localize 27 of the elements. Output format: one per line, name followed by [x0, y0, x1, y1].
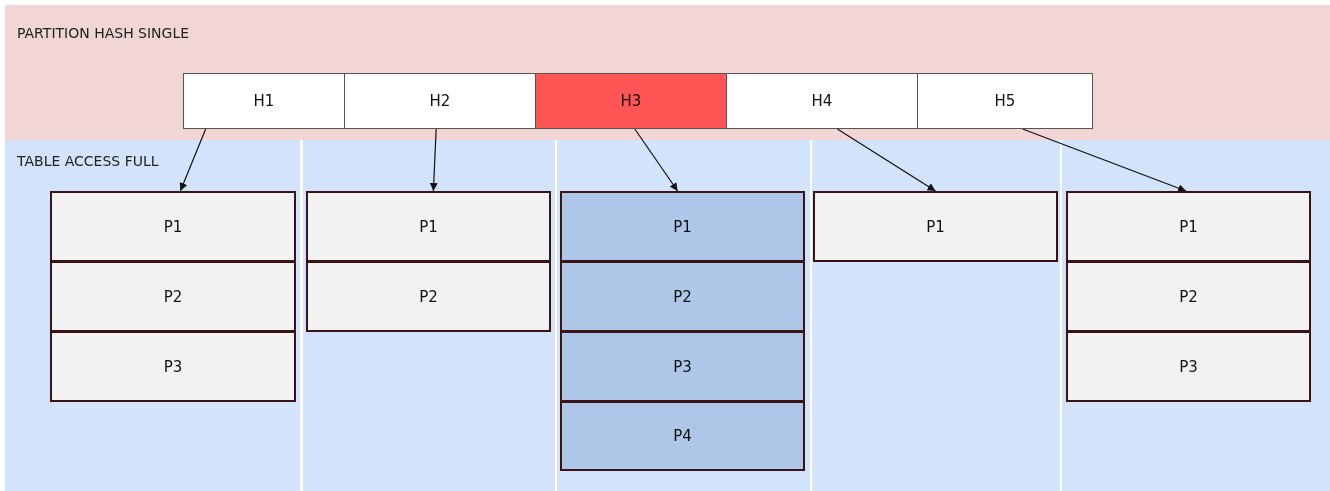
arrow — [634, 128, 679, 192]
partition-box: P2 — [306, 261, 551, 332]
partition-box: P1 — [306, 191, 551, 262]
partition-box: P1 — [50, 191, 296, 262]
band-title: PARTITION HASH SINGLE — [17, 25, 190, 41]
arrow — [429, 128, 438, 192]
partition-box: P4 — [560, 401, 805, 471]
partition-box: P3 — [1066, 331, 1311, 402]
hash-cell: H5 — [917, 73, 1093, 129]
partition-box: P1 — [1066, 191, 1311, 262]
partition-box: P2 — [1066, 261, 1311, 332]
partition-box: P1 — [813, 191, 1058, 262]
partition-box: P2 — [560, 261, 805, 332]
hash-cell: H3 — [535, 73, 727, 129]
partition-band — [5, 5, 1330, 140]
hash-cell: H2 — [344, 73, 536, 129]
arrow — [836, 128, 937, 192]
partition-box: P3 — [50, 331, 296, 402]
arrow — [179, 128, 207, 192]
table-band — [5, 140, 1330, 491]
band-title: TABLE ACCESS FULL — [17, 153, 159, 169]
hash-cell: H1 — [183, 73, 345, 129]
partition-box: P3 — [560, 331, 805, 402]
partition-box: P1 — [560, 191, 805, 262]
arrow — [1022, 128, 1187, 192]
hash-cell: H4 — [726, 73, 918, 129]
partition-box: P2 — [50, 261, 296, 332]
